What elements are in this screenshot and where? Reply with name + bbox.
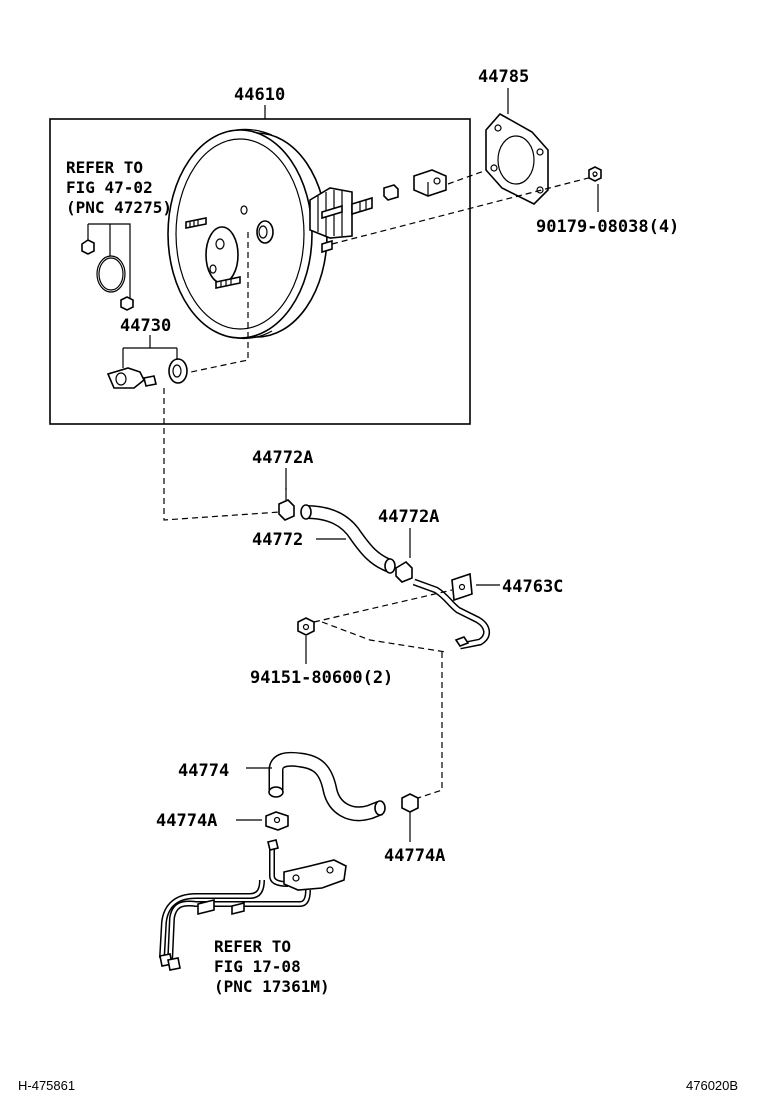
label-pipe: 44763C bbox=[502, 577, 563, 597]
pipe-drawing bbox=[412, 572, 490, 650]
pipe-bolt-drawing bbox=[297, 617, 315, 636]
upper-clip-drawing bbox=[278, 488, 295, 521]
footer-right-code: 476020B bbox=[686, 1078, 738, 1093]
label-hose-upper: 44772 bbox=[252, 530, 303, 550]
footer-left-code: H-475861 bbox=[18, 1078, 75, 1093]
upper-hose-drawing bbox=[300, 504, 396, 574]
ref-top-line1: REFER TO bbox=[66, 158, 143, 177]
label-clip-middle: 44772A bbox=[378, 507, 439, 527]
lower-hose-drawing bbox=[268, 751, 386, 822]
check-valve-drawing bbox=[106, 335, 188, 389]
gasket-drawing bbox=[485, 112, 549, 205]
label-check-valve: 44730 bbox=[120, 316, 171, 336]
ref-top-line3: (PNC 47275) bbox=[66, 198, 172, 217]
label-gasket-nut: 90179-08038(4) bbox=[536, 217, 679, 237]
brake-booster-drawing bbox=[167, 128, 373, 340]
bottom-pipe-assembly bbox=[159, 839, 347, 971]
ref-bottom-line3: (PNC 17361M) bbox=[214, 977, 330, 996]
middle-clip-drawing bbox=[395, 560, 413, 583]
ref-bottom-line1: REFER TO bbox=[214, 937, 291, 956]
booster-assembly-box bbox=[49, 118, 471, 425]
label-hose-lower: 44774 bbox=[178, 761, 229, 781]
label-clip-lower-right: 44774A bbox=[384, 846, 445, 866]
ref-bottom-line2: FIG 17-08 bbox=[214, 957, 301, 976]
label-pipe-bolt: 94151-80600(2) bbox=[250, 668, 393, 688]
lower-right-clip-drawing bbox=[401, 793, 419, 813]
label-clip-upper: 44772A bbox=[252, 448, 313, 468]
ref-top-line2: FIG 47-02 bbox=[66, 178, 153, 197]
vacuum-pump-parts bbox=[81, 223, 134, 311]
label-booster-assembly: 44610 bbox=[234, 85, 285, 105]
label-gasket: 44785 bbox=[478, 67, 529, 87]
lower-left-clip-drawing bbox=[265, 811, 289, 831]
clevis-parts bbox=[383, 169, 447, 201]
gasket-nut-drawing bbox=[588, 166, 602, 182]
label-clip-lower-left: 44774A bbox=[156, 811, 217, 831]
